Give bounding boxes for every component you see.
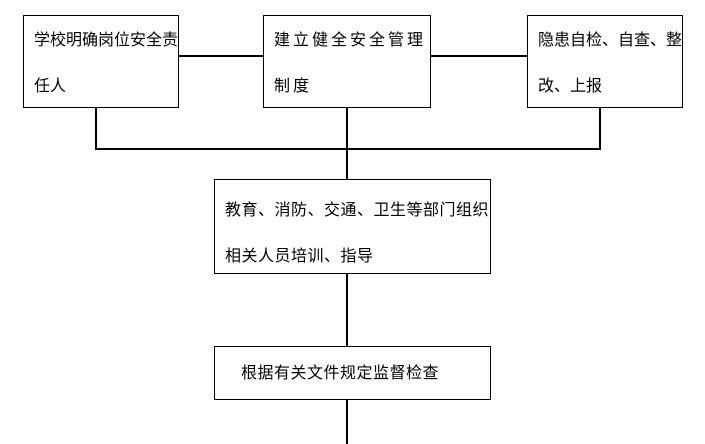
node-hazard-self-inspection: 隐患自检、自查、整改、上报 (527, 15, 683, 108)
node-department-training: 教育、消防、交通、卫生等部门组织相关人员培训、指导 (214, 179, 491, 274)
node-supervision-inspection: 根据有关文件规定监督检查 (214, 346, 491, 400)
node-safety-management-system: 建立健全安全管理制度 (263, 15, 431, 108)
node-safety-responsible-person: 学校明确岗位安全责任人 (23, 15, 179, 108)
